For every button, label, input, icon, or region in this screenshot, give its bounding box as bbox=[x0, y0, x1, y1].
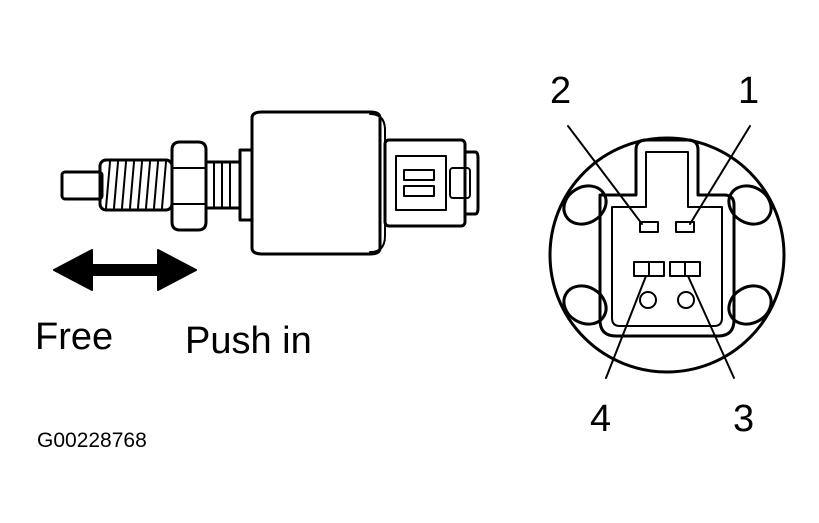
threaded-shaft bbox=[98, 158, 174, 212]
pin-number-4: 4 bbox=[590, 398, 612, 440]
plunger-tip bbox=[60, 170, 104, 201]
switch-body bbox=[250, 110, 382, 256]
lock-nut bbox=[170, 140, 208, 232]
connector-housing bbox=[383, 138, 467, 228]
figure-code: G00228768 bbox=[37, 429, 147, 452]
pin-2 bbox=[639, 221, 659, 233]
thread-lines bbox=[105, 161, 167, 209]
pin-number-2: 2 bbox=[550, 70, 572, 112]
pin-number-1: 1 bbox=[738, 70, 760, 112]
free-label: Free bbox=[35, 316, 114, 358]
connector-face bbox=[548, 136, 786, 374]
pin-leaders bbox=[567, 125, 751, 379]
pin-1 bbox=[675, 221, 695, 233]
pin-number-3: 3 bbox=[733, 398, 755, 440]
push-in-label: Push in bbox=[185, 320, 312, 362]
stop-lamp-switch bbox=[60, 110, 480, 256]
movement-arrow bbox=[53, 249, 197, 291]
